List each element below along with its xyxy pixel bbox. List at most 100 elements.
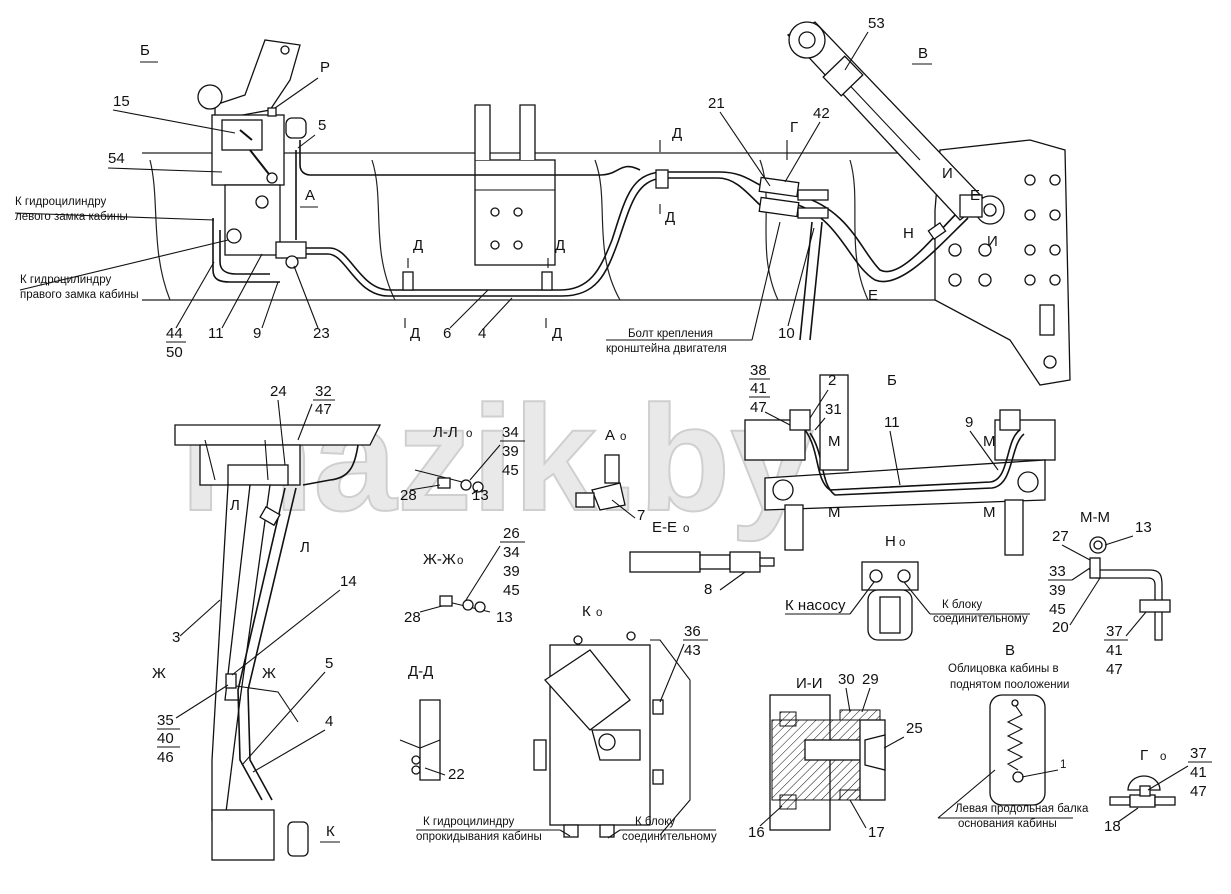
mark-i-1: И <box>942 165 953 182</box>
mark-zh-2: Ж <box>262 665 276 682</box>
label-right-lock-2: правого замка кабины <box>20 289 139 301</box>
section-d-d: Д-Д 22 <box>399 663 465 783</box>
section-ll-circle: o <box>466 428 472 440</box>
view-label-v: В <box>918 45 928 62</box>
mark-n: Н <box>903 225 914 242</box>
label-block-n-2: соединительному <box>933 613 1028 625</box>
callout-9: 9 <box>253 325 261 342</box>
callout-6: 6 <box>443 325 451 342</box>
mark-d-3: Д <box>410 325 420 342</box>
label-to-pump: К насосу <box>785 597 846 614</box>
label-tilt-cyl-2: опрокидывания кабины <box>416 831 542 843</box>
callout-25: 25 <box>906 720 923 737</box>
label-block-n-1: К блоку <box>942 599 982 611</box>
callout-9-b: 9 <box>965 414 973 431</box>
callout-37-mm: 37 <box>1106 623 1123 640</box>
mark-m-3: М <box>983 433 996 450</box>
callout-7: 7 <box>637 507 645 524</box>
callout-38: 38 <box>750 362 767 379</box>
callout-39-zh: 39 <box>503 563 520 580</box>
view-v-detail: В Облицовка кабины в поднятом пооложении… <box>937 642 1089 830</box>
view-a-fitting: А o 7 <box>575 427 645 524</box>
callout-46: 46 <box>157 749 174 766</box>
callout-4-top: 4 <box>478 325 486 342</box>
view-n: Н o К насосу К блоку соединительному <box>785 533 1030 641</box>
callout-47-g: 47 <box>1190 783 1207 800</box>
mark-p: Р <box>320 59 330 76</box>
callout-13-zh: 13 <box>496 609 513 626</box>
callout-45-zh: 45 <box>503 582 520 599</box>
label-right-lock-1: К гидроцилиндру <box>20 274 111 286</box>
label-block-k-1: К блоку <box>635 816 675 828</box>
callout-41-mm: 41 <box>1106 642 1123 659</box>
view-a-callouts: 24 32 47 Л Л 14 3 Ж Ж 35 40 46 5 4 К <box>152 383 357 843</box>
callout-5-a: 5 <box>325 655 333 672</box>
callout-13-ll: 13 <box>472 487 489 504</box>
mark-l-1: Л <box>230 497 240 514</box>
section-zhzh-title: Ж-Ж <box>423 551 456 568</box>
callout-4-a: 4 <box>325 713 333 730</box>
callout-8: 8 <box>704 581 712 598</box>
mark-k: К <box>326 823 335 840</box>
view-label-b: Б <box>140 42 150 59</box>
view-k-circle: o <box>596 607 602 619</box>
view-v-detail-title: В <box>1005 642 1015 659</box>
callout-3: 3 <box>172 629 180 646</box>
callout-35: 35 <box>157 712 174 729</box>
mark-d-2: Д <box>555 237 565 254</box>
label-cab-lining-2: поднятом пооложении <box>950 679 1069 691</box>
hydraulic-pipes <box>212 140 969 341</box>
callout-18: 18 <box>1104 818 1121 835</box>
callout-37-g: 37 <box>1190 745 1207 762</box>
section-ii-title: И-И <box>796 675 823 692</box>
mark-zh-1: Ж <box>152 665 166 682</box>
section-i-i: И-И 30 29 25 16 17 <box>748 671 923 841</box>
callout-2: 2 <box>828 372 836 389</box>
main-view-callouts: Б Р 15 5 54 А К гидроцилиндру левого зам… <box>14 15 998 361</box>
hand-pump-assembly <box>197 39 307 256</box>
callout-16: 16 <box>748 824 765 841</box>
callout-15: 15 <box>113 93 130 110</box>
section-ll-title: Л-Л <box>433 424 458 441</box>
mark-d-4: Д <box>552 325 562 342</box>
section-zh-zh: Ж-Ж o 26 34 39 45 28 13 <box>404 525 525 626</box>
section-dd-title: Д-Д <box>408 663 433 680</box>
callout-47-b: 47 <box>750 399 767 416</box>
callout-34-ll: 34 <box>502 424 519 441</box>
callout-41-g: 41 <box>1190 764 1207 781</box>
callout-30: 30 <box>838 671 855 688</box>
section-e-e: Е-Е o 8 <box>629 519 775 598</box>
callout-5-top: 5 <box>318 117 326 134</box>
callout-23: 23 <box>313 325 330 342</box>
section-mm-title: М-М <box>1080 509 1110 526</box>
callout-41-b: 41 <box>750 380 767 397</box>
callout-39-ll: 39 <box>502 443 519 460</box>
callout-45-ll: 45 <box>502 462 519 479</box>
view-k-pump: К o 36 43 К гидроцилиндру опрокидывания … <box>416 603 717 843</box>
view-g-detail: Г o 37 41 47 18 <box>1104 745 1212 835</box>
callout-40: 40 <box>157 730 174 747</box>
callout-42: 42 <box>813 105 830 122</box>
mark-m-1: М <box>828 433 841 450</box>
watermark: mazik.by <box>180 374 814 542</box>
cab-support-bracket <box>474 104 556 266</box>
callout-26: 26 <box>503 525 520 542</box>
view-g-detail-title: Г <box>1140 747 1148 764</box>
label-left-lock-2: левого замка кабины <box>15 211 128 223</box>
mark-i-2: И <box>987 233 998 250</box>
callout-39-mm: 39 <box>1049 582 1066 599</box>
view-a-title: А <box>605 427 615 444</box>
callout-53: 53 <box>868 15 885 32</box>
mark-e-1: Е <box>970 187 980 204</box>
callout-54: 54 <box>108 150 125 167</box>
mark-d-6: Д <box>665 209 675 226</box>
mark-a: А <box>305 187 315 204</box>
callout-45-mm: 45 <box>1049 601 1066 618</box>
mark-m-4: М <box>983 504 996 521</box>
label-left-beam-2: основания кабины <box>958 818 1057 830</box>
label-cab-lining-1: Облицовка кабины в <box>948 663 1059 675</box>
callout-11: 11 <box>208 325 224 342</box>
callout-22: 22 <box>448 766 465 783</box>
callout-36: 36 <box>684 623 701 640</box>
